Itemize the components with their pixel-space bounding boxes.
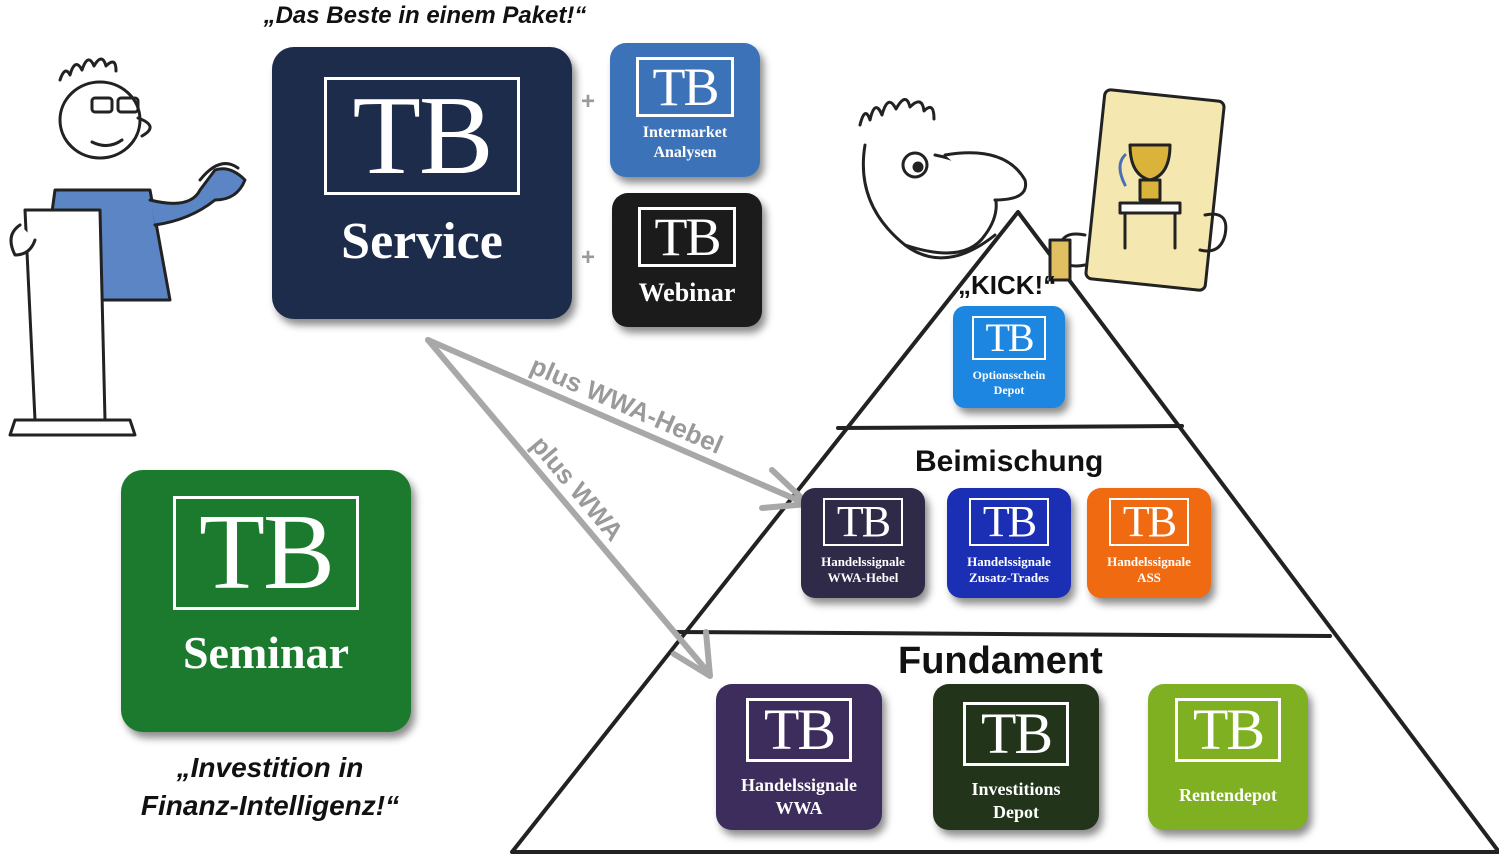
pyramid-divider-middle (674, 630, 1332, 638)
tb-logo: TB (636, 57, 734, 117)
tb-investitions-depot-tile[interactable]: TB Investitions Depot (933, 684, 1099, 830)
intermarket-label-line2: Analysen (653, 144, 717, 161)
webinar-label: Webinar (638, 278, 736, 307)
presenter-cartoon (8, 57, 247, 437)
tb-logo: TB (324, 77, 520, 195)
tb-handelssignale-ass-tile[interactable]: TB Handelssignale ASS (1087, 488, 1211, 598)
pyramid-outline (510, 210, 1499, 854)
tb-logo: TB (638, 207, 736, 267)
tile-label-line1: Handelssignale (821, 554, 905, 569)
tb-logo: TB (746, 698, 852, 762)
tb-logo-text: TB (652, 57, 719, 117)
arrow-wwa-shaft (425, 337, 711, 675)
arrow-wwa-head (671, 629, 713, 679)
quote-investment-line1: „Investition in (176, 752, 364, 783)
service-label: Service (341, 213, 503, 270)
tb-logo-text: TB (198, 493, 335, 612)
tb-logo-text: TB (654, 207, 721, 267)
tb-logo-text: TB (1122, 497, 1177, 546)
tile-label-line2: Zusatz-Trades (969, 570, 1049, 586)
tb-logo: TB (1109, 498, 1189, 546)
tb-logo: TB (969, 498, 1049, 546)
tile-label-line1: Handelssignale (967, 554, 1051, 569)
tb-intermarket-tile[interactable]: TB Intermarket Analysen (610, 43, 760, 177)
tb-optionsschein-tile[interactable]: TB Optionsschein Depot (953, 306, 1065, 408)
tile-label-line2: ASS (1137, 570, 1161, 586)
quote-investment-line2: Finanz-Intelligenz!“ (140, 790, 400, 821)
tile-label-line1: Handelssignale (1107, 554, 1191, 569)
tb-logo-text: TB (982, 497, 1037, 546)
tb-handelssignale-wwa-tile[interactable]: TB Handelssignale WWA (716, 684, 882, 830)
tb-logo-text: TB (985, 315, 1034, 360)
tb-handelssignale-wwa-hebel-tile[interactable]: TB Handelssignale WWA-Hebel (801, 488, 925, 598)
tb-service-tile[interactable]: TB Service (272, 47, 572, 319)
tile-label-line1: Handelssignale (740, 775, 858, 795)
kick-label: „KICK!“ (958, 270, 1057, 300)
optionsschein-label-line1: Optionsschein (972, 368, 1046, 382)
plus-sign-intermarket: + (581, 88, 596, 115)
tb-logo: TB (963, 702, 1069, 766)
fundament-label: Fundament (898, 640, 1103, 682)
man-with-grail-cartoon (858, 88, 1228, 292)
intermarket-label-line1: Intermarket (642, 124, 728, 141)
tb-logo: TB (173, 496, 359, 610)
arrow-hebel-shaft (425, 337, 805, 505)
tb-logo-text: TB (352, 74, 493, 198)
tb-logo-text: TB (980, 701, 1053, 766)
tb-logo-text: TB (763, 697, 836, 762)
tb-seminar-tile[interactable]: TB Seminar (121, 470, 411, 732)
tile-label-line2: Depot (993, 801, 1039, 822)
plus-sign-webinar: + (581, 244, 596, 271)
tile-label-line2: WWA-Hebel (827, 570, 899, 586)
tb-logo-text: TB (1192, 697, 1265, 762)
pyramid-divider-top (836, 424, 1184, 430)
tile-label-line1: Investitions (971, 779, 1061, 799)
tb-logo: TB (972, 316, 1046, 360)
tile-label-line2: WWA (775, 797, 823, 818)
optionsschein-label-line2: Depot (993, 383, 1025, 397)
beimischung-label: Beimischung (915, 445, 1104, 478)
quote-best-package: „Das Beste in einem Paket!“ (263, 2, 587, 29)
tb-logo: TB (1175, 698, 1281, 762)
tile-label-line1: Rentendepot (1179, 785, 1277, 805)
tb-logo-text: TB (836, 497, 891, 546)
tb-logo: TB (823, 498, 903, 546)
tb-webinar-tile[interactable]: TB Webinar (612, 193, 762, 327)
tb-handelssignale-zusatz-trades-tile[interactable]: TB Handelssignale Zusatz-Trades (947, 488, 1071, 598)
tb-rentendepot-tile[interactable]: TB Rentendepot (1148, 684, 1308, 830)
seminar-label: Seminar (182, 627, 350, 678)
